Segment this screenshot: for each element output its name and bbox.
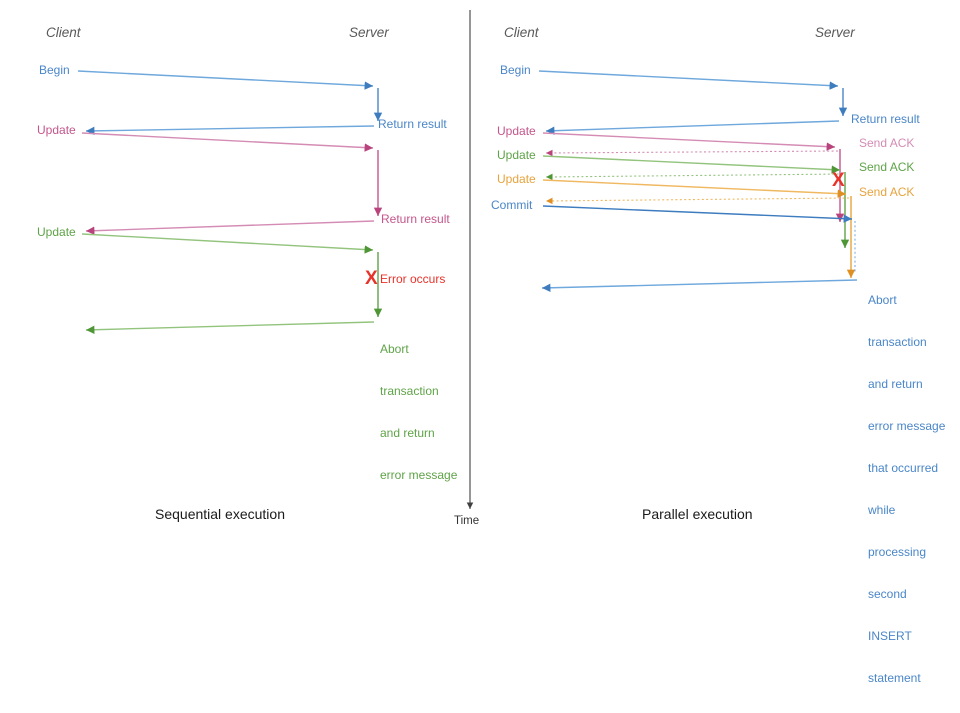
right-abort-line-1: Abort xyxy=(868,293,897,307)
error-x-icon-right: X xyxy=(832,170,845,191)
right-label-begin: Begin xyxy=(500,63,531,77)
sequence-diagram-canvas: Client Server Begin Return result Update… xyxy=(37,10,946,685)
right-header-server: Server xyxy=(815,25,855,40)
left-label-update-2: Update xyxy=(37,225,76,239)
left-label-return-result-2: Return result xyxy=(381,212,450,226)
left-label-begin: Begin xyxy=(39,63,70,77)
right-header-client: Client xyxy=(504,25,539,40)
left-abort-line-2: transaction xyxy=(380,384,439,398)
right-label-commit: Commit xyxy=(491,198,533,212)
right-abort-line-9: INSERT xyxy=(868,629,912,643)
right-abort-line-7: processing xyxy=(868,545,927,559)
right-abort-line-8: second xyxy=(868,587,907,601)
right-flow-update-1 xyxy=(542,132,845,222)
left-abort-line-1: Abort xyxy=(380,342,409,356)
left-panel-flows xyxy=(77,70,383,334)
right-panel-caption: Parallel execution xyxy=(642,506,753,522)
right-abort-message: Abort transaction and return error messa… xyxy=(868,265,945,713)
left-header-server: Server xyxy=(349,25,389,40)
left-flow-begin xyxy=(77,70,383,136)
right-flow-begin xyxy=(538,70,848,135)
left-flow-update-2 xyxy=(81,233,383,334)
right-label-ack-1: Send ACK xyxy=(859,136,915,150)
error-x-icon-left: X xyxy=(365,268,378,289)
time-axis-label: Time xyxy=(454,515,480,527)
right-flow-commit xyxy=(541,205,858,292)
right-label-update-1: Update xyxy=(497,124,536,138)
right-abort-line-4: error message xyxy=(868,419,946,433)
diagram-vector-layer xyxy=(77,10,858,509)
left-label-update-1: Update xyxy=(37,123,76,137)
right-abort-line-6: while xyxy=(868,503,896,517)
left-abort-line-4: error message xyxy=(380,468,458,482)
left-label-error-occurs: Error occurs xyxy=(380,272,446,286)
left-abort-message: Abort transaction and return error messa… xyxy=(380,314,457,510)
left-flow-update-1 xyxy=(81,132,383,235)
right-flow-update-3 xyxy=(542,179,856,278)
left-abort-line-3: and return xyxy=(380,426,435,440)
left-header-client: Client xyxy=(46,25,81,40)
right-label-ack-3: Send ACK xyxy=(859,185,915,199)
right-flow-update-2 xyxy=(542,155,850,248)
right-abort-line-10: statement xyxy=(868,671,921,685)
right-label-return-result: Return result xyxy=(851,112,920,126)
right-abort-line-5: that occurred xyxy=(868,461,939,475)
right-label-update-3: Update xyxy=(497,172,536,186)
right-abort-line-2: transaction xyxy=(868,335,927,349)
right-panel-flows xyxy=(538,70,858,292)
right-label-ack-2: Send ACK xyxy=(859,160,915,174)
left-panel-caption: Sequential execution xyxy=(155,506,285,522)
left-label-return-result-1: Return result xyxy=(378,117,447,131)
right-abort-line-3: and return xyxy=(868,377,923,391)
right-label-update-2: Update xyxy=(497,148,536,162)
